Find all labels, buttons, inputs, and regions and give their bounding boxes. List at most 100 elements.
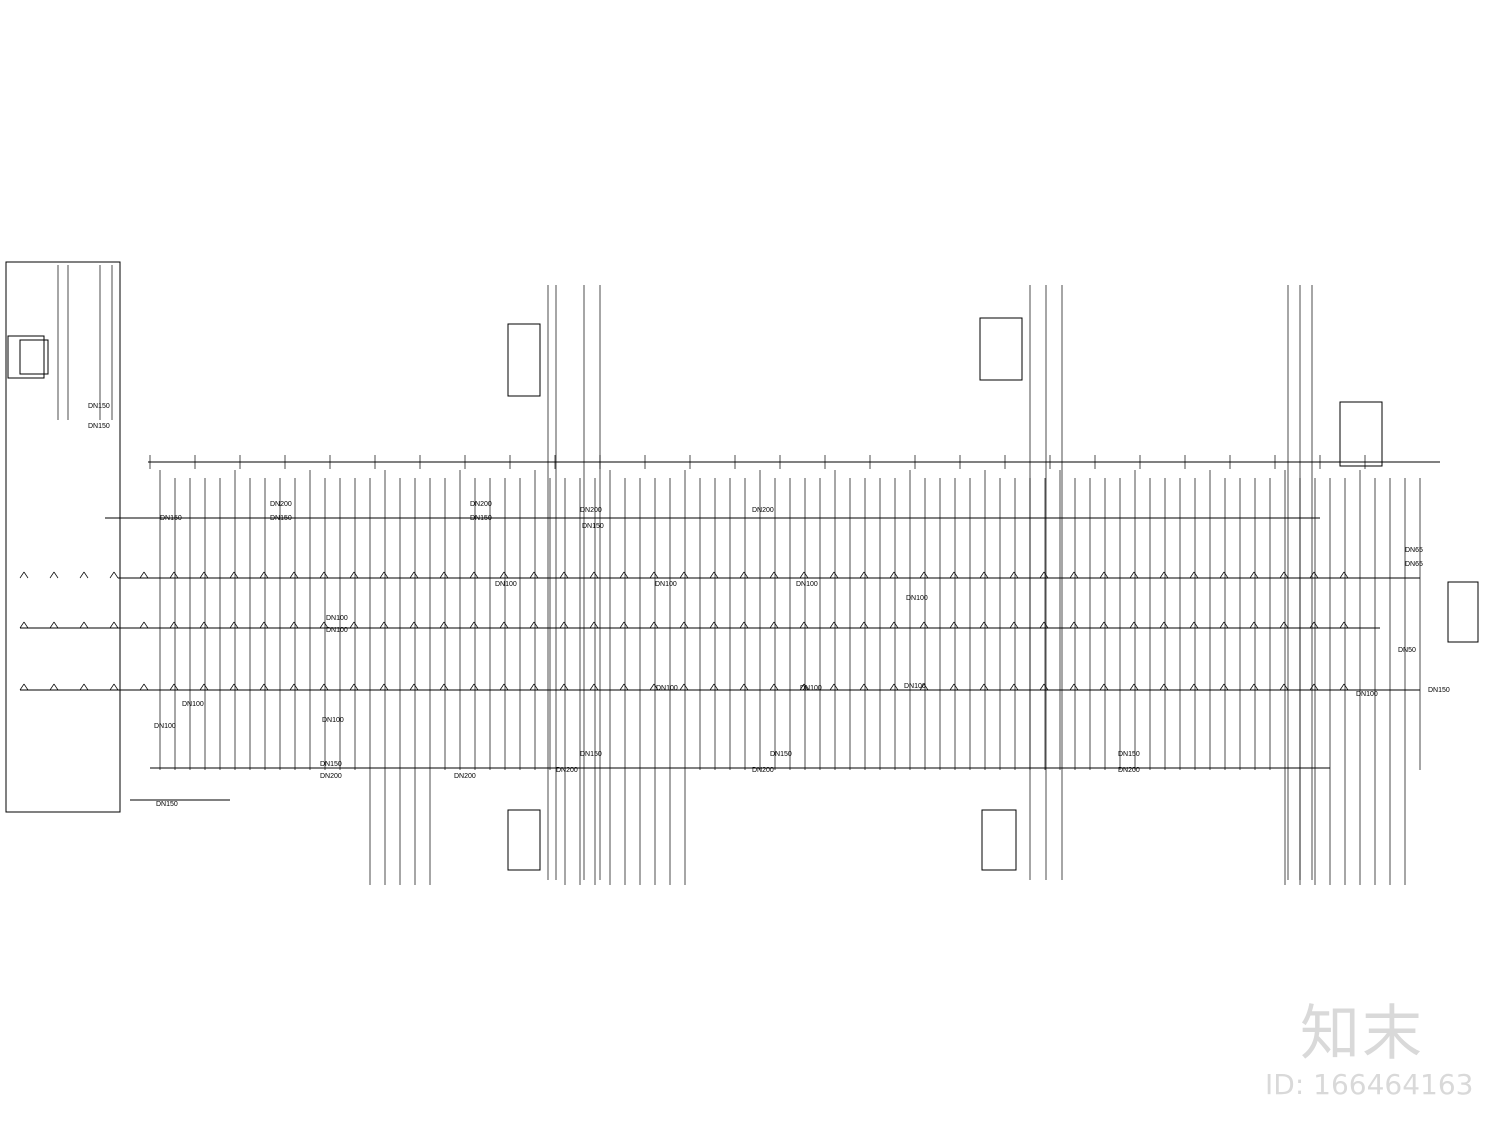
fixture-mark — [1343, 571, 1349, 579]
fixture-mark — [769, 571, 775, 579]
fixture-mark — [713, 683, 719, 691]
fixture-mark — [889, 621, 895, 629]
fixture-mark — [1159, 683, 1165, 691]
fixture-mark — [83, 571, 89, 579]
fixture-mark — [289, 571, 295, 579]
pipe-label-dn150: DN150 — [88, 423, 110, 430]
fixture-mark — [983, 621, 989, 629]
pipe-label-dn50: DN50 — [1398, 647, 1416, 654]
fixture-mark — [1193, 621, 1199, 629]
fixture-mark — [83, 621, 89, 629]
fixture-mark — [589, 571, 595, 579]
fixture-mark — [833, 621, 839, 629]
fixture-mark — [23, 683, 29, 691]
fixture-mark — [769, 683, 775, 691]
fixture-mark — [199, 571, 205, 579]
pipe-label-dn200: DN200 — [752, 767, 774, 774]
fixture-mark — [979, 621, 985, 629]
fixture-mark — [623, 683, 629, 691]
fixture-mark — [353, 571, 359, 579]
fixture-mark — [113, 571, 119, 579]
fixture-mark — [233, 571, 239, 579]
fixture-mark — [859, 571, 865, 579]
fixture-mark — [919, 571, 925, 579]
fixture-mark — [323, 571, 329, 579]
fixture-mark — [1193, 683, 1199, 691]
fixture-mark — [469, 683, 475, 691]
fixture-mark — [169, 683, 175, 691]
fixture-mark — [289, 621, 295, 629]
fixture-mark — [739, 571, 745, 579]
pipe-label-dn150: DN150 — [470, 515, 492, 522]
fixture-mark — [559, 683, 565, 691]
fixture-mark — [619, 621, 625, 629]
watermark-id: ID: 166464163 — [1265, 1068, 1474, 1101]
pipe-label-dn150: DN150 — [270, 515, 292, 522]
fixture-mark — [19, 621, 25, 629]
pipe-size-labels: DN150 DN150 DN150 DN200 DN150 DN200 DN15… — [88, 403, 1450, 808]
fixture-mark — [949, 683, 955, 691]
fixture-mark — [743, 683, 749, 691]
fixture-mark — [49, 621, 55, 629]
pipe-label-dn100: DN100 — [326, 627, 348, 634]
fixture-mark — [1133, 621, 1139, 629]
fixture-mark — [709, 683, 715, 691]
fixture-mark — [593, 683, 599, 691]
fixture-mark — [653, 571, 659, 579]
fixture-mark — [829, 571, 835, 579]
fixture-mark — [383, 571, 389, 579]
riser-lines — [57, 265, 1421, 885]
pipe-label-dn100: DN100 — [495, 581, 517, 588]
fixture-mark — [139, 571, 145, 579]
pipe-label-dn100: DN100 — [904, 683, 926, 690]
fixture-mark — [1219, 571, 1225, 579]
pipe-label-dn100: DN100 — [1356, 691, 1378, 698]
fixture-mark — [263, 683, 269, 691]
fixture-mark — [1043, 683, 1049, 691]
fixture-mark — [349, 571, 355, 579]
pipe-label-dn100: DN100 — [326, 615, 348, 622]
fixture-mark — [203, 621, 209, 629]
fixture-mark — [889, 683, 895, 691]
fixture-mark — [379, 621, 385, 629]
pipe-label-dn100: DN100 — [182, 701, 204, 708]
fixture-mark — [649, 571, 655, 579]
fixture-mark — [443, 621, 449, 629]
fixture-mark — [799, 621, 805, 629]
pipe-label-dn200: DN200 — [270, 501, 292, 508]
fixture-mark — [1249, 683, 1255, 691]
fixture-mark — [1039, 621, 1045, 629]
fixture-mark — [773, 571, 779, 579]
fixture-mark — [23, 571, 29, 579]
fixture-mark — [259, 621, 265, 629]
fixture-mark — [559, 621, 565, 629]
fixture-mark — [593, 571, 599, 579]
fixture-mark — [19, 683, 25, 691]
fixture-mark — [979, 683, 985, 691]
fixture-mark — [1249, 621, 1255, 629]
fixture-mark — [1013, 621, 1019, 629]
fixture-mark — [1103, 621, 1109, 629]
fixture-mark — [1163, 621, 1169, 629]
fixture-mark — [473, 621, 479, 629]
fixture-mark — [323, 621, 329, 629]
fixture-mark — [563, 683, 569, 691]
fixture-mark — [923, 621, 929, 629]
fixture-mark — [1253, 571, 1259, 579]
fixture-mark — [1069, 621, 1075, 629]
fixture-mark — [743, 621, 749, 629]
fixture-mark — [203, 683, 209, 691]
fixture-mark — [589, 683, 595, 691]
fixture-mark — [49, 683, 55, 691]
fixture-mark — [803, 571, 809, 579]
fixture-mark — [683, 571, 689, 579]
fixture-mark — [1103, 683, 1109, 691]
fixture-mark — [1039, 571, 1045, 579]
fixture-mark — [683, 621, 689, 629]
fixture-mark — [289, 683, 295, 691]
fixture-mark — [413, 683, 419, 691]
fixture-mark — [203, 571, 209, 579]
fixture-mark — [1129, 683, 1135, 691]
fixture-mark — [773, 683, 779, 691]
